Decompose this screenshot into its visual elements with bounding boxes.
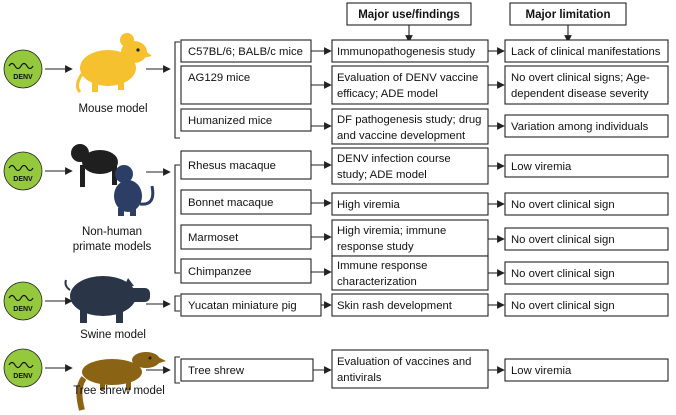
limitation-label: Lack of clinical manifestations xyxy=(511,46,661,58)
use-label: antivirals xyxy=(337,372,382,384)
use-label: Immune response xyxy=(337,260,427,272)
strain-label: Yucatan miniature pig xyxy=(188,300,297,312)
header-limitation: Major limitation xyxy=(509,2,627,43)
use-box xyxy=(331,349,489,389)
use-label: Evaluation of DENV vaccine xyxy=(337,72,478,84)
limitation-box xyxy=(504,192,669,216)
svg-text:DENV: DENV xyxy=(13,176,33,183)
swine-caption: Swine model xyxy=(80,329,146,341)
use-label: response study xyxy=(337,241,414,253)
pig-icon xyxy=(64,276,150,323)
strain-label: Chimpanzee xyxy=(188,266,251,278)
limitation-label: No overt clinical signs; Age- xyxy=(511,72,650,84)
use-box xyxy=(331,255,489,291)
virus-icon: DENV xyxy=(3,348,43,388)
limitation-box xyxy=(504,154,669,178)
strain-box xyxy=(180,258,312,284)
primate-icon xyxy=(71,144,155,216)
limitation-box xyxy=(504,39,669,63)
use-label: study; ADE model xyxy=(337,169,427,181)
strain-label: AG129 mice xyxy=(188,72,250,84)
limitation-label: No overt clinical sign xyxy=(511,199,615,211)
group-tree-shrew: DENV Tree shrew model Tree shrew Evaluat… xyxy=(3,348,669,411)
limitation-box xyxy=(504,358,669,382)
virus-icon: DENV xyxy=(3,49,43,89)
primate-caption: Non-human xyxy=(82,226,142,238)
limitation-box xyxy=(504,261,669,285)
limitation-label: No overt clinical sign xyxy=(511,300,615,312)
limitation-label: No overt clinical sign xyxy=(511,268,615,280)
svg-text:DENV: DENV xyxy=(13,74,33,81)
limitation-box xyxy=(504,227,669,251)
svg-text:DENV: DENV xyxy=(13,306,33,313)
use-box xyxy=(331,147,489,185)
strain-label: C57BL/6; BALB/c mice xyxy=(188,46,303,58)
use-label: DF pathogenesis study; drug xyxy=(337,114,481,126)
use-label: DENV infection course xyxy=(337,153,451,165)
limitation-label: No overt clinical sign xyxy=(511,234,615,246)
strain-box xyxy=(180,189,312,215)
use-label: and vaccine development xyxy=(337,130,466,142)
limitation-box xyxy=(504,65,669,105)
svg-text:DENV: DENV xyxy=(13,373,33,380)
header-use: Major use/findings xyxy=(346,2,472,43)
use-label: High viremia xyxy=(337,199,400,211)
virus-icon: DENV xyxy=(3,281,43,321)
use-label: characterization xyxy=(337,276,417,288)
mouse-caption: Mouse model xyxy=(78,103,147,115)
limitation-label: Low viremia xyxy=(511,161,572,173)
limitation-label: dependent disease severity xyxy=(511,88,649,100)
use-label: Evaluation of vaccines and xyxy=(337,356,471,368)
use-label: Skin rash development xyxy=(337,300,453,312)
tree-shrew-icon xyxy=(76,352,166,411)
limitation-box xyxy=(504,114,669,138)
use-label: efficacy; ADE model xyxy=(337,88,438,100)
strain-label: Humanized mice xyxy=(188,115,272,127)
strain-box xyxy=(180,150,312,180)
tree-shrew-caption: Tree shrew model xyxy=(73,385,165,397)
use-box xyxy=(331,219,489,257)
header-limitation-label: Major limitation xyxy=(526,9,611,21)
mouse-icon xyxy=(75,33,152,94)
group-mouse: DENV Mouse model C57BL/6; BALB/c mice Im… xyxy=(3,33,669,145)
header-use-label: Major use/findings xyxy=(358,9,460,21)
primate-caption: primate models xyxy=(73,241,152,253)
strain-label: Tree shrew xyxy=(188,365,245,377)
strain-label: Marmoset xyxy=(188,232,239,244)
group-swine: DENV Swine model Yucatan miniature pig S… xyxy=(3,276,669,341)
strain-label: Rhesus macaque xyxy=(188,160,276,172)
limitation-label: Low viremia xyxy=(511,365,572,377)
limitation-label: Variation among individuals xyxy=(511,121,649,133)
strain-box xyxy=(180,224,312,250)
strain-box xyxy=(180,108,312,132)
use-label: Immunopathogenesis study xyxy=(337,46,476,58)
strain-label: Bonnet macaque xyxy=(188,197,273,209)
strain-box xyxy=(180,65,312,105)
use-box xyxy=(331,65,489,105)
virus-icon: DENV xyxy=(3,151,43,191)
limitation-box xyxy=(504,293,669,317)
group-primate: DENV Non-human primate models Rhesus mac… xyxy=(3,144,669,291)
use-label: High viremia; immune xyxy=(337,225,446,237)
